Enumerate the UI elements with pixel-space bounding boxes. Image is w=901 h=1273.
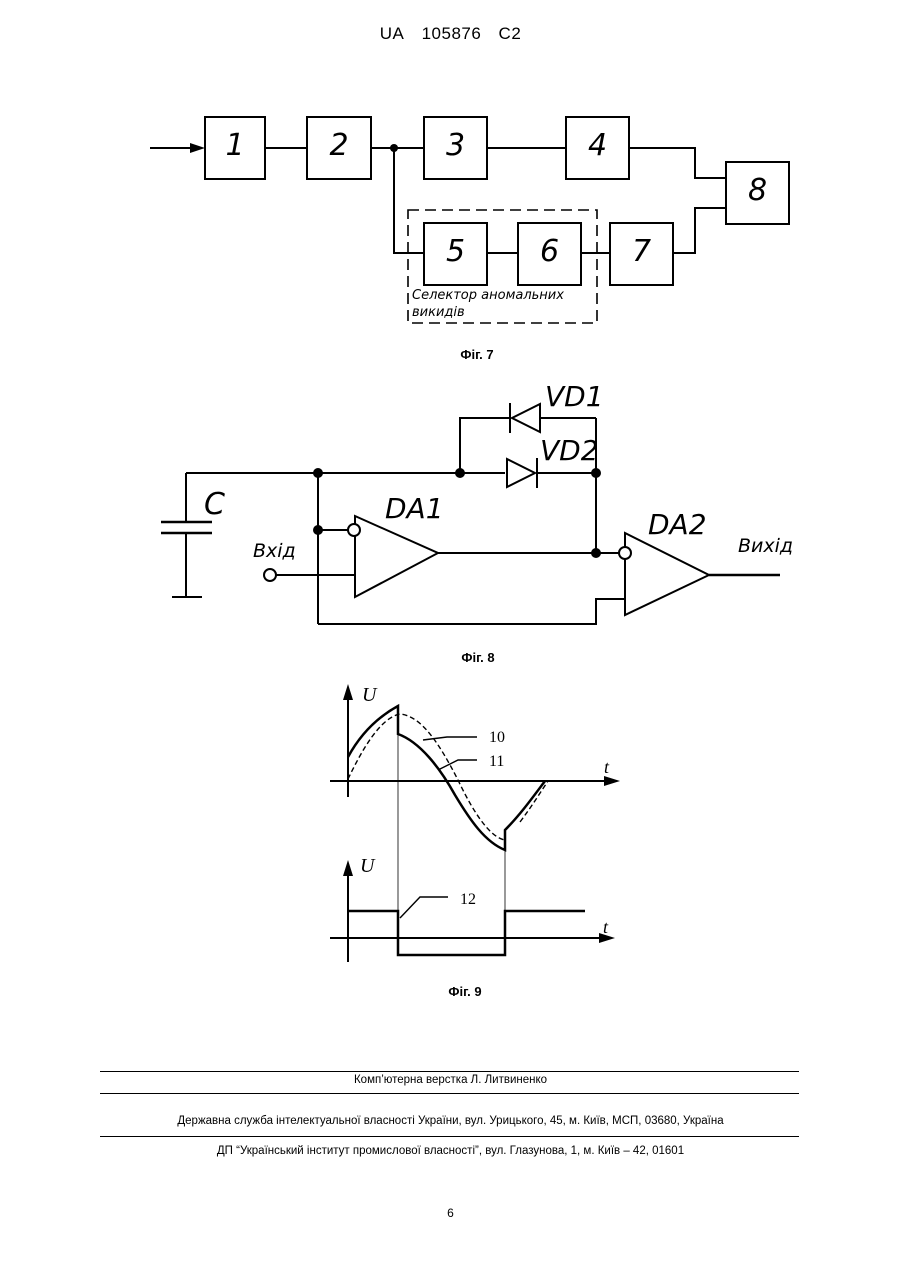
block-1-label: 1 [205,128,265,163]
u-bottom-label: U [360,855,374,878]
label-11: 11 [489,753,504,771]
block-3-label: 3 [424,128,487,163]
label-10: 10 [489,729,505,747]
block-4-label: 4 [566,128,629,163]
header-number: 105876 [422,24,482,43]
block-5-label: 5 [424,234,487,269]
da1-label: DA1 [385,492,444,525]
square-wave-12 [348,911,585,955]
footer-institute: ДП “Український інститут промислової вла… [0,1145,901,1157]
t-top-label: t [604,757,609,778]
label-12: 12 [460,891,476,909]
header-kind: C2 [499,24,522,43]
vd1-label: VD1 [545,380,604,413]
diode-vd2 [507,458,537,488]
input-label: Вхід [253,540,296,562]
u-top-label: U [362,684,376,707]
curve-10 [348,706,545,850]
output-label: Вихід [738,535,793,557]
block-8-label: 8 [726,173,789,208]
header-country: UA [380,24,405,43]
footer-office: Державна служба інтелектуальної власност… [0,1115,901,1127]
t-bottom-label: t [603,917,608,938]
footer-rule-1 [100,1071,799,1072]
junction-dot [390,144,398,152]
opamp-da1 [355,516,438,597]
block-2-label: 2 [307,128,371,163]
opamp-da2 [625,533,709,615]
fig7-caption: Фiг. 7 [427,347,527,362]
patent-header: UA 105876 C2 [0,24,901,44]
footer-layout: Комп’ютерна верстка Л. Литвиненко [0,1074,901,1086]
selector-label-line1: Селектор аномальних [412,288,564,303]
da2-label: DA2 [648,508,707,541]
footer-rule-3 [100,1136,799,1137]
curve-11 [348,714,505,840]
diode-vd1 [510,403,540,433]
vd2-label: VD2 [540,434,599,467]
fig8-caption: Фiг. 8 [428,650,528,665]
capacitor-label: C [204,487,225,522]
block-7-label: 7 [610,234,673,269]
selector-label-line2: викидів [412,305,465,320]
page-number: 6 [0,1206,901,1220]
fig9-caption: Фiг. 9 [415,984,515,999]
block-6-label: 6 [518,234,581,269]
footer-rule-2 [100,1093,799,1094]
